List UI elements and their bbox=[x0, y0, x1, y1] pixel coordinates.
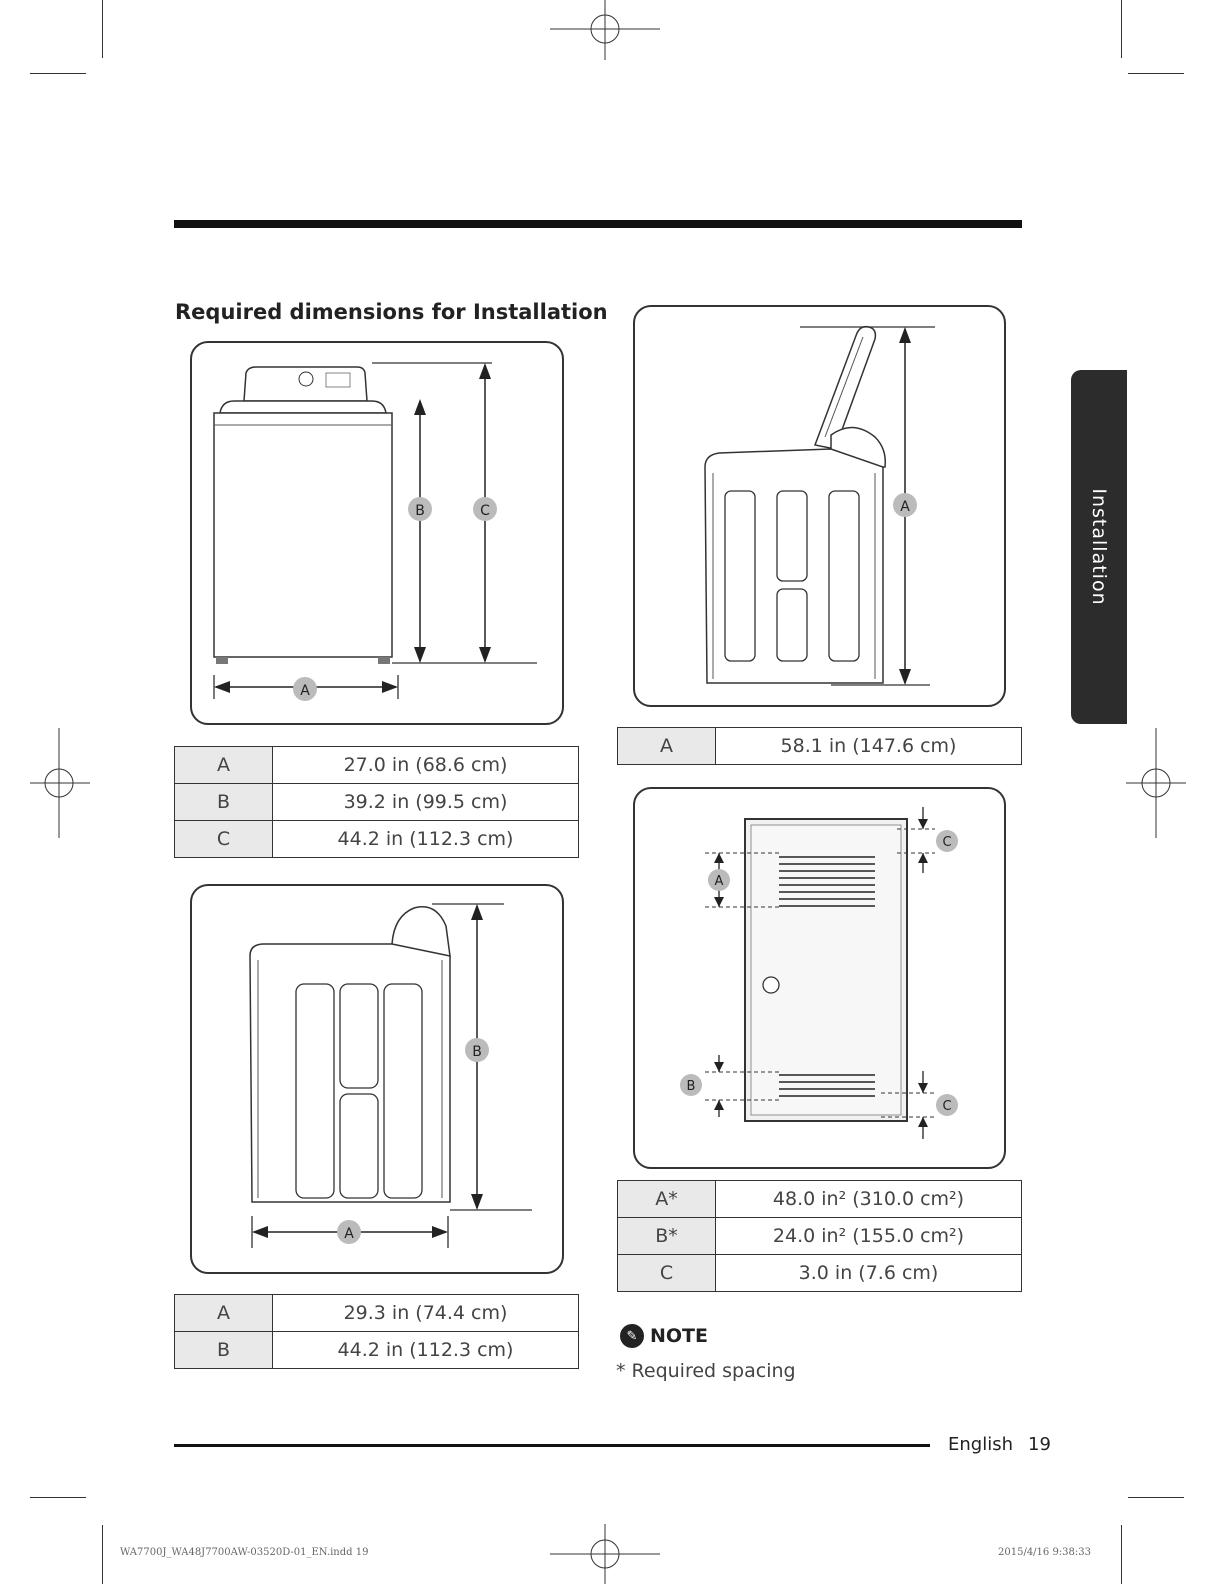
crop-mark bbox=[1128, 1497, 1184, 1498]
crop-mark bbox=[30, 1497, 86, 1498]
registration-mark-left bbox=[30, 728, 90, 838]
open-lid-panel: A bbox=[633, 305, 1006, 707]
closet-marker-b: B bbox=[687, 1079, 696, 1094]
dimension-key: B* bbox=[617, 1217, 716, 1255]
dimension-key: C bbox=[617, 1254, 716, 1292]
registration-mark-right bbox=[1126, 728, 1186, 838]
dimension-value: 3.0 in (7.6 cm) bbox=[715, 1254, 1022, 1292]
registration-mark-top bbox=[550, 0, 660, 60]
crop-mark bbox=[102, 1525, 103, 1584]
footer-rule bbox=[174, 1444, 930, 1447]
dimension-value: 39.2 in (99.5 cm) bbox=[272, 783, 579, 821]
dimension-value: 24.0 in² (155.0 cm²) bbox=[715, 1217, 1022, 1255]
crop-mark bbox=[1121, 0, 1122, 58]
crop-mark bbox=[1121, 1525, 1122, 1584]
side-view-panel: B A bbox=[190, 884, 564, 1274]
closet-dimensions-table: A*48.0 in² (310.0 cm²) B*24.0 in² (155.0… bbox=[617, 1180, 1022, 1292]
crop-mark bbox=[30, 73, 86, 74]
closet-door-diagram: A B C C bbox=[680, 807, 958, 1139]
dimension-value: 29.3 in (74.4 cm) bbox=[272, 1294, 579, 1332]
side-marker-a: A bbox=[344, 1226, 354, 1242]
header-rule bbox=[174, 220, 1022, 228]
side-marker-b: B bbox=[472, 1044, 482, 1060]
dimension-value: 27.0 in (68.6 cm) bbox=[272, 746, 579, 784]
dimension-key: B bbox=[174, 1331, 273, 1369]
note-heading: ✎ NOTE bbox=[620, 1324, 708, 1348]
print-file-info: WA7700J_WA48J7700AW-03520D-01_EN.indd 19 bbox=[120, 1547, 369, 1558]
closet-door-panel: A B C C bbox=[633, 787, 1006, 1169]
note-icon: ✎ bbox=[620, 1324, 644, 1348]
side-view-diagram: B A bbox=[249, 903, 532, 1248]
dimension-value: 48.0 in² (310.0 cm²) bbox=[715, 1180, 1022, 1218]
dimension-key: A* bbox=[617, 1180, 716, 1218]
front-view-panel: B C A bbox=[190, 341, 564, 725]
note-label: NOTE bbox=[650, 1325, 708, 1347]
crop-mark bbox=[1128, 73, 1184, 74]
table-row: B*24.0 in² (155.0 cm²) bbox=[617, 1217, 1022, 1255]
dimension-value: 58.1 in (147.6 cm) bbox=[715, 727, 1022, 765]
print-date-info: 2015/4/16 9:38:33 bbox=[998, 1547, 1092, 1558]
crop-mark bbox=[102, 0, 103, 58]
closet-marker-c-top: C bbox=[942, 835, 951, 850]
front-marker-b: B bbox=[415, 503, 425, 519]
dimension-key: A bbox=[174, 746, 273, 784]
dimension-value: 44.2 in (112.3 cm) bbox=[272, 820, 579, 858]
registration-mark-bottom bbox=[550, 1524, 660, 1584]
front-marker-c: C bbox=[480, 503, 490, 519]
closet-marker-c-bottom: C bbox=[942, 1099, 951, 1114]
open-lid-diagram: A bbox=[704, 325, 935, 686]
front-marker-a: A bbox=[300, 683, 310, 699]
side-tab-label: Installation bbox=[1088, 488, 1110, 606]
dimension-key: A bbox=[174, 1294, 273, 1332]
footer-language: English bbox=[948, 1434, 1013, 1455]
table-row: A*48.0 in² (310.0 cm²) bbox=[617, 1180, 1022, 1218]
dimension-value: 44.2 in (112.3 cm) bbox=[272, 1331, 579, 1369]
front-view-diagram: B C A bbox=[213, 362, 537, 701]
page-number: 19 bbox=[1028, 1434, 1051, 1455]
section-title: Required dimensions for Installation bbox=[175, 300, 608, 324]
note-text: * Required spacing bbox=[616, 1360, 796, 1382]
lid-marker-a: A bbox=[900, 499, 910, 515]
dimension-key: C bbox=[174, 820, 273, 858]
dimension-key: B bbox=[174, 783, 273, 821]
side-tab: Installation bbox=[1071, 370, 1127, 724]
dimension-key: A bbox=[617, 727, 716, 765]
closet-marker-a: A bbox=[715, 874, 724, 889]
